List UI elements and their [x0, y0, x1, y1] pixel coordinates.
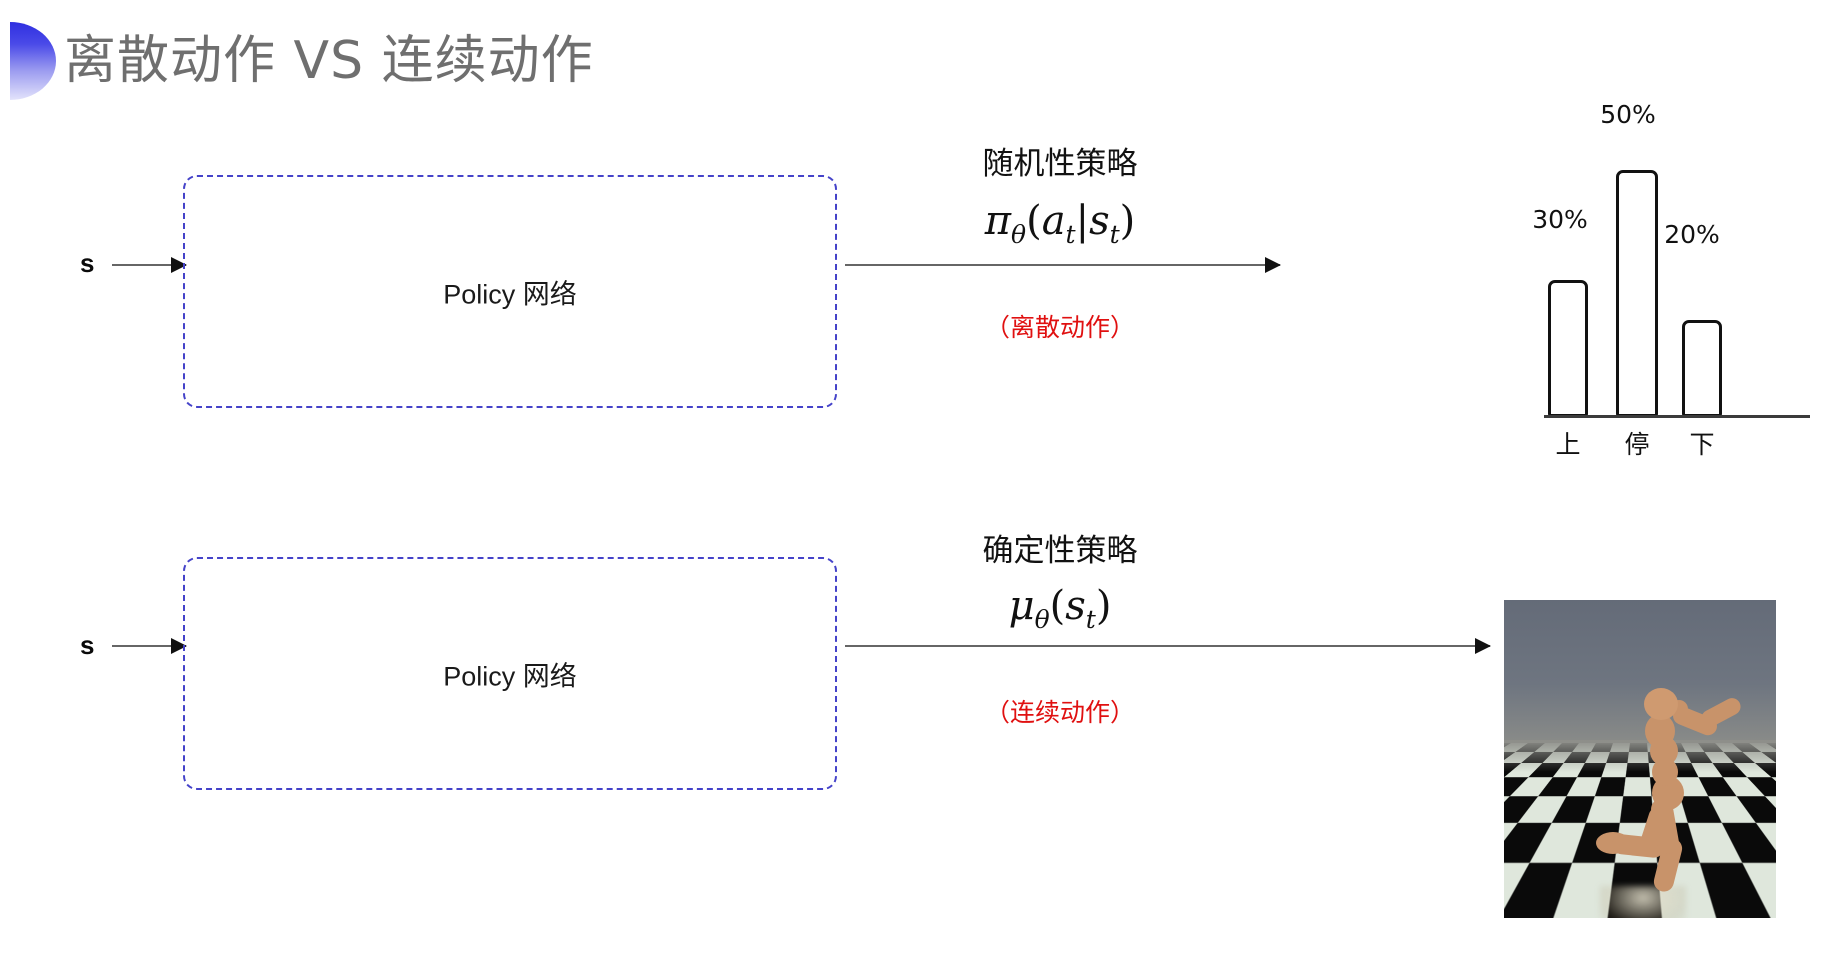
formula-fn-2: μ	[1009, 583, 1035, 629]
bar-0	[1548, 280, 1588, 417]
policy-caption-deterministic: 确定性策略	[965, 525, 1155, 570]
humanoid-simulation-image	[1504, 600, 1776, 918]
formula-fn: π	[985, 198, 1011, 244]
state-label-top: s	[80, 248, 94, 279]
formula-deterministic-policy: μθ(st)	[965, 583, 1155, 634]
formula-arg2-2: s	[1065, 583, 1086, 629]
bar-2	[1682, 320, 1722, 417]
sim-floor-reflection	[1600, 886, 1686, 918]
formula-sub1: t	[1066, 220, 1076, 249]
page-title: 离散动作 VS 连续动作	[64, 26, 594, 96]
title-decoration-halfcircle-icon	[10, 22, 56, 100]
policy-network-label-bottom: Policy 网络	[185, 654, 835, 693]
formula-sub2-2: t	[1086, 605, 1096, 634]
formula-arg2: s	[1089, 198, 1110, 244]
state-label-bottom: s	[80, 630, 94, 661]
sim-sky	[1504, 600, 1776, 753]
output-arrow-bottom	[845, 645, 1490, 647]
policy-network-label-top: Policy 网络	[185, 272, 835, 311]
bar-value-0: 30%	[1520, 205, 1600, 234]
formula-open-paren: (	[1026, 198, 1042, 244]
formula-close-paren-2: )	[1096, 583, 1112, 629]
input-arrow-top	[112, 264, 186, 266]
bar-value-1: 50%	[1588, 100, 1668, 129]
output-arrow-top	[845, 264, 1280, 266]
formula-stochastic-policy: πθ(at|st)	[965, 198, 1155, 249]
chart-x-axis	[1544, 415, 1810, 418]
formula-open-paren-2: (	[1050, 583, 1066, 629]
formula-arg1: a	[1042, 198, 1066, 244]
sim-humanoid-head	[1644, 688, 1678, 720]
action-tag-discrete: （离散动作）	[965, 308, 1155, 344]
formula-theta-2: θ	[1035, 605, 1050, 634]
formula-bar: |	[1076, 198, 1089, 244]
bar-category-2: 下	[1662, 425, 1742, 461]
action-probability-bar-chart: 30% 上 50% 停 20% 下	[1500, 95, 1820, 425]
policy-network-box-top[interactable]: Policy 网络	[183, 175, 837, 408]
bar-1	[1616, 170, 1658, 417]
bar-category-0: 上	[1528, 425, 1608, 461]
input-arrow-bottom	[112, 645, 186, 647]
action-tag-continuous: （连续动作）	[965, 693, 1155, 729]
formula-theta: θ	[1011, 220, 1026, 249]
policy-network-box-bottom[interactable]: Policy 网络	[183, 557, 837, 790]
bar-value-2: 20%	[1652, 220, 1732, 249]
formula-sub2: t	[1110, 220, 1120, 249]
formula-close-paren: )	[1120, 198, 1136, 244]
policy-caption-stochastic: 随机性策略	[965, 138, 1155, 183]
sim-horizon-haze	[1504, 740, 1776, 772]
